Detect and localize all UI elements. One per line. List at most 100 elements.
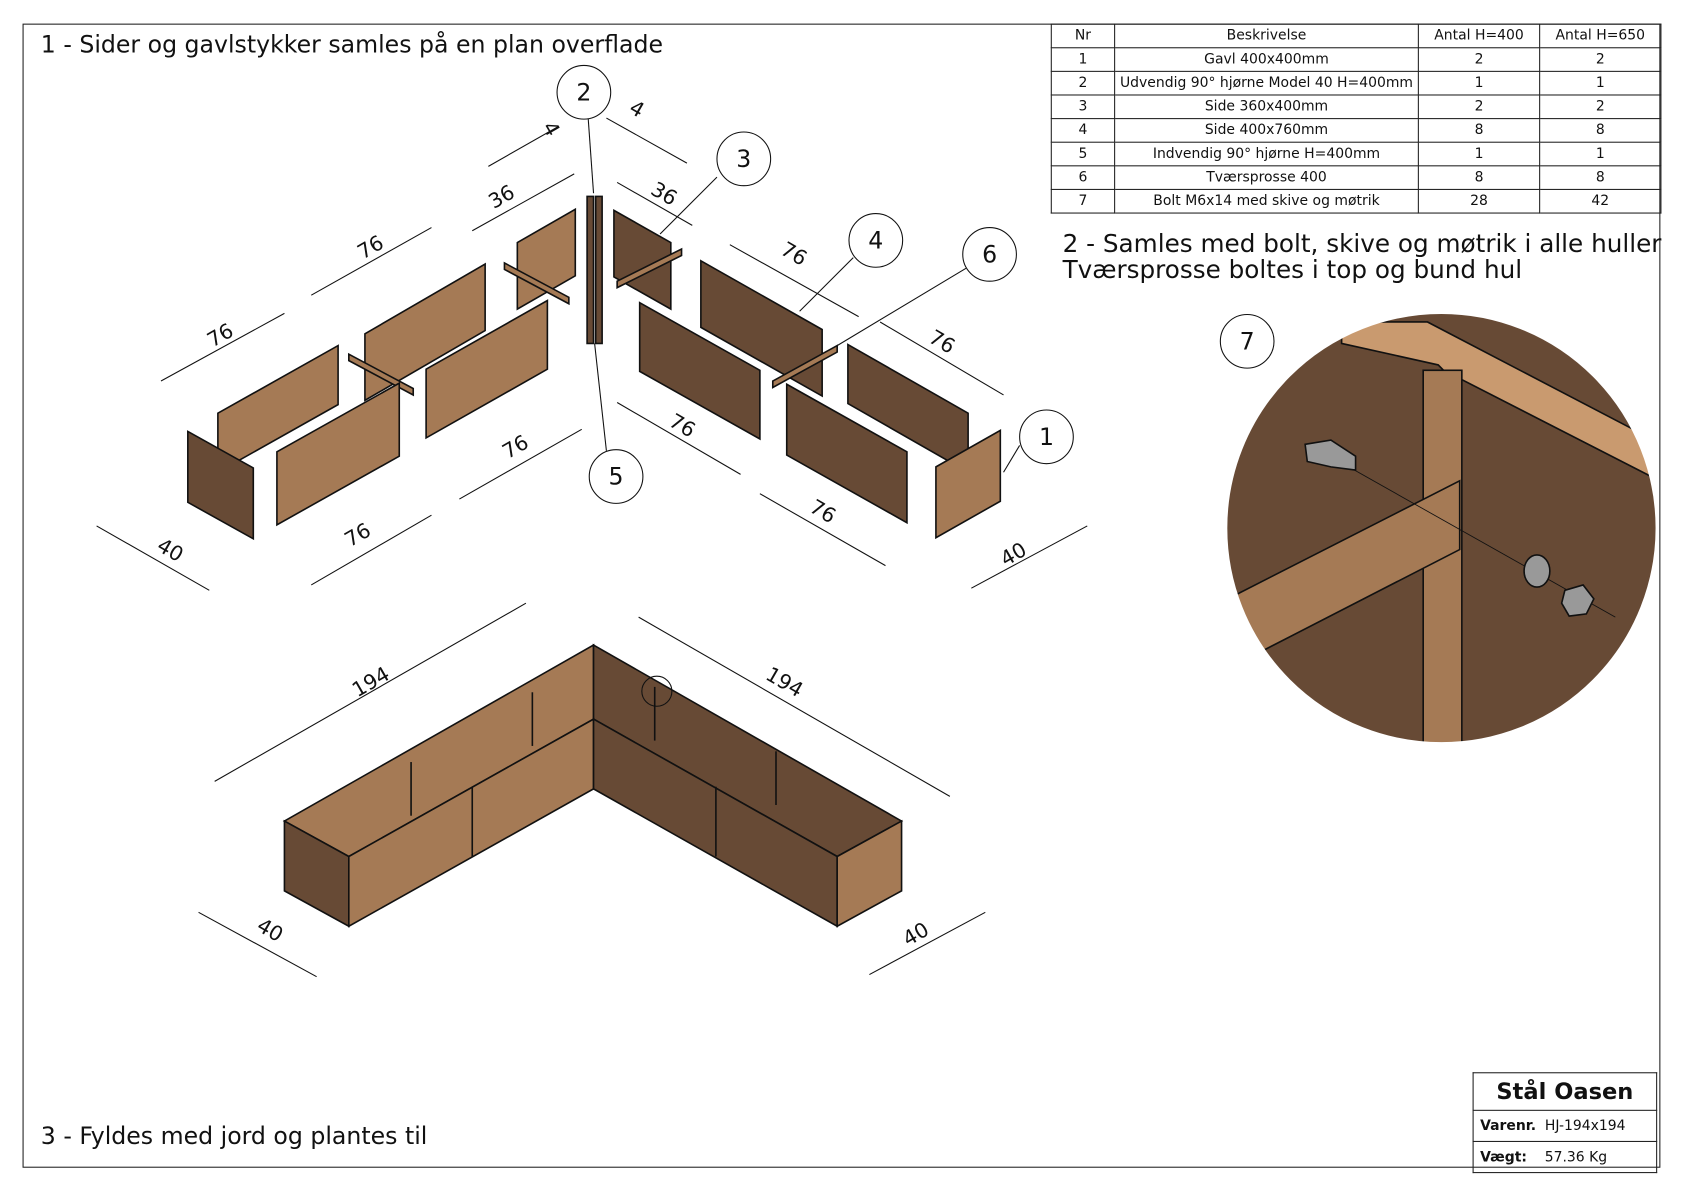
panel-front (276, 381, 401, 527)
washer-icon (1523, 554, 1551, 588)
balloon-3: 3 (736, 145, 751, 173)
panel-side-36 (516, 207, 577, 311)
dim-label: 194 (348, 662, 394, 702)
step-3-instruction: 3 - Fyldes med jord og plantes til (40, 1123, 428, 1151)
dim-label: 4 (538, 117, 565, 140)
cell: 2 (1539, 94, 1662, 120)
panel-front (425, 299, 549, 440)
cell: 1 (1050, 47, 1116, 72)
dimension-lines (96, 117, 1088, 978)
detail-marker (641, 675, 673, 707)
panel-front (638, 301, 761, 441)
inner-corner-post (586, 195, 595, 345)
dim-label: 40 (899, 917, 933, 951)
cell: 8 (1539, 165, 1662, 190)
nut-icon (1560, 584, 1595, 617)
dim-label: 76 (498, 430, 532, 464)
exploded-view (187, 195, 1002, 541)
varenr-row: Varenr. HJ-194x194 (1472, 1109, 1658, 1142)
dim-label: 76 (203, 318, 237, 352)
step-2-line-2: Tværsprosse boltes i top og bund hul (1062, 256, 1523, 285)
gable-left (187, 430, 255, 541)
cell: 1 (1417, 141, 1541, 167)
title-block: Stål Oasen Varenr. HJ-194x194 Vægt: 57.3… (1472, 1072, 1658, 1174)
cell: 8 (1417, 165, 1541, 190)
cell: 6 (1050, 165, 1116, 190)
dim-label: 36 (484, 180, 518, 214)
header-antal-650: Antal H=650 (1539, 23, 1662, 49)
cell: 1 (1417, 70, 1541, 96)
cell: Gavl 400x400mm (1114, 47, 1419, 72)
dim-label: 194 (762, 662, 808, 702)
detail-view (1226, 313, 1657, 743)
balloon-4: 4 (868, 226, 883, 254)
varenr-label: Varenr. (1480, 1117, 1537, 1134)
dim-label: 76 (340, 518, 374, 552)
dim-label: 76 (665, 409, 699, 443)
header-beskrivelse: Beskrivelse (1114, 23, 1419, 49)
outer-corner-post (594, 195, 603, 345)
dim-label: 76 (925, 325, 959, 359)
gable-right (836, 819, 903, 928)
cell: Indvendig 90° hjørne H=400mm (1114, 141, 1419, 167)
cell: Side 360x400mm (1114, 94, 1419, 120)
dim-label: 40 (996, 537, 1030, 571)
header-antal-400: Antal H=400 (1417, 23, 1541, 49)
cell: 2 (1539, 47, 1662, 72)
cell: 3 (1050, 94, 1116, 120)
panel-back (364, 262, 486, 402)
cell: Udvendig 90° hjørne Model 40 H=400mm (1114, 70, 1419, 96)
cell: 7 (1050, 188, 1116, 214)
crossbar (503, 261, 570, 306)
cell: 2 (1417, 47, 1541, 72)
balloons (556, 64, 1275, 504)
cell: 4 (1050, 118, 1116, 143)
varenr-value: HJ-194x194 (1544, 1117, 1626, 1134)
cell: Side 400x760mm (1114, 118, 1419, 143)
vaegt-row: Vægt: 57.36 Kg (1472, 1140, 1658, 1174)
cell: 8 (1417, 118, 1541, 143)
bolt-icon (1304, 439, 1357, 472)
cell: 5 (1050, 141, 1116, 167)
dim-label: 36 (647, 177, 681, 211)
vaegt-value: 57.36 Kg (1544, 1148, 1608, 1166)
balloon-6: 6 (982, 240, 997, 268)
cell: 28 (1417, 188, 1541, 214)
step-2-instruction: 2 - Samles med bolt, skive og møtrik i a… (1063, 232, 1662, 284)
balloon-2: 2 (576, 78, 591, 106)
table-header-row: Nr Beskrivelse Antal H=400 Antal H=650 (1050, 23, 1662, 49)
cell: 8 (1539, 118, 1662, 143)
header-nr: Nr (1050, 23, 1116, 49)
step-2-line-1: 2 - Samles med bolt, skive og møtrik i a… (1062, 230, 1662, 259)
dim-label: 76 (353, 230, 387, 264)
vaegt-label: Vægt: (1480, 1148, 1527, 1166)
balloon-7: 7 (1240, 327, 1255, 355)
crossbar (616, 247, 683, 289)
balloon-5: 5 (609, 463, 624, 491)
gable-right (935, 429, 1002, 540)
drawing-frame (22, 23, 1661, 1168)
cell: Tværsprosse 400 (1114, 165, 1419, 190)
dim-label: 4 (625, 95, 648, 122)
cell: 1 (1539, 70, 1662, 96)
panel-side-36 (613, 208, 672, 311)
dim-label: 76 (777, 237, 811, 271)
cell: Bolt M6x14 med skive og møtrik (1114, 188, 1419, 214)
cell: 2 (1417, 94, 1541, 120)
step-1-instruction: 1 - Sider og gavlstykker samles på en pl… (40, 32, 663, 60)
cell: 2 (1050, 70, 1116, 96)
balloon-1: 1 (1039, 423, 1054, 451)
panel-back (700, 259, 823, 398)
cell: 42 (1539, 188, 1662, 214)
panel-front (785, 382, 908, 525)
cell: 1 (1539, 141, 1662, 167)
